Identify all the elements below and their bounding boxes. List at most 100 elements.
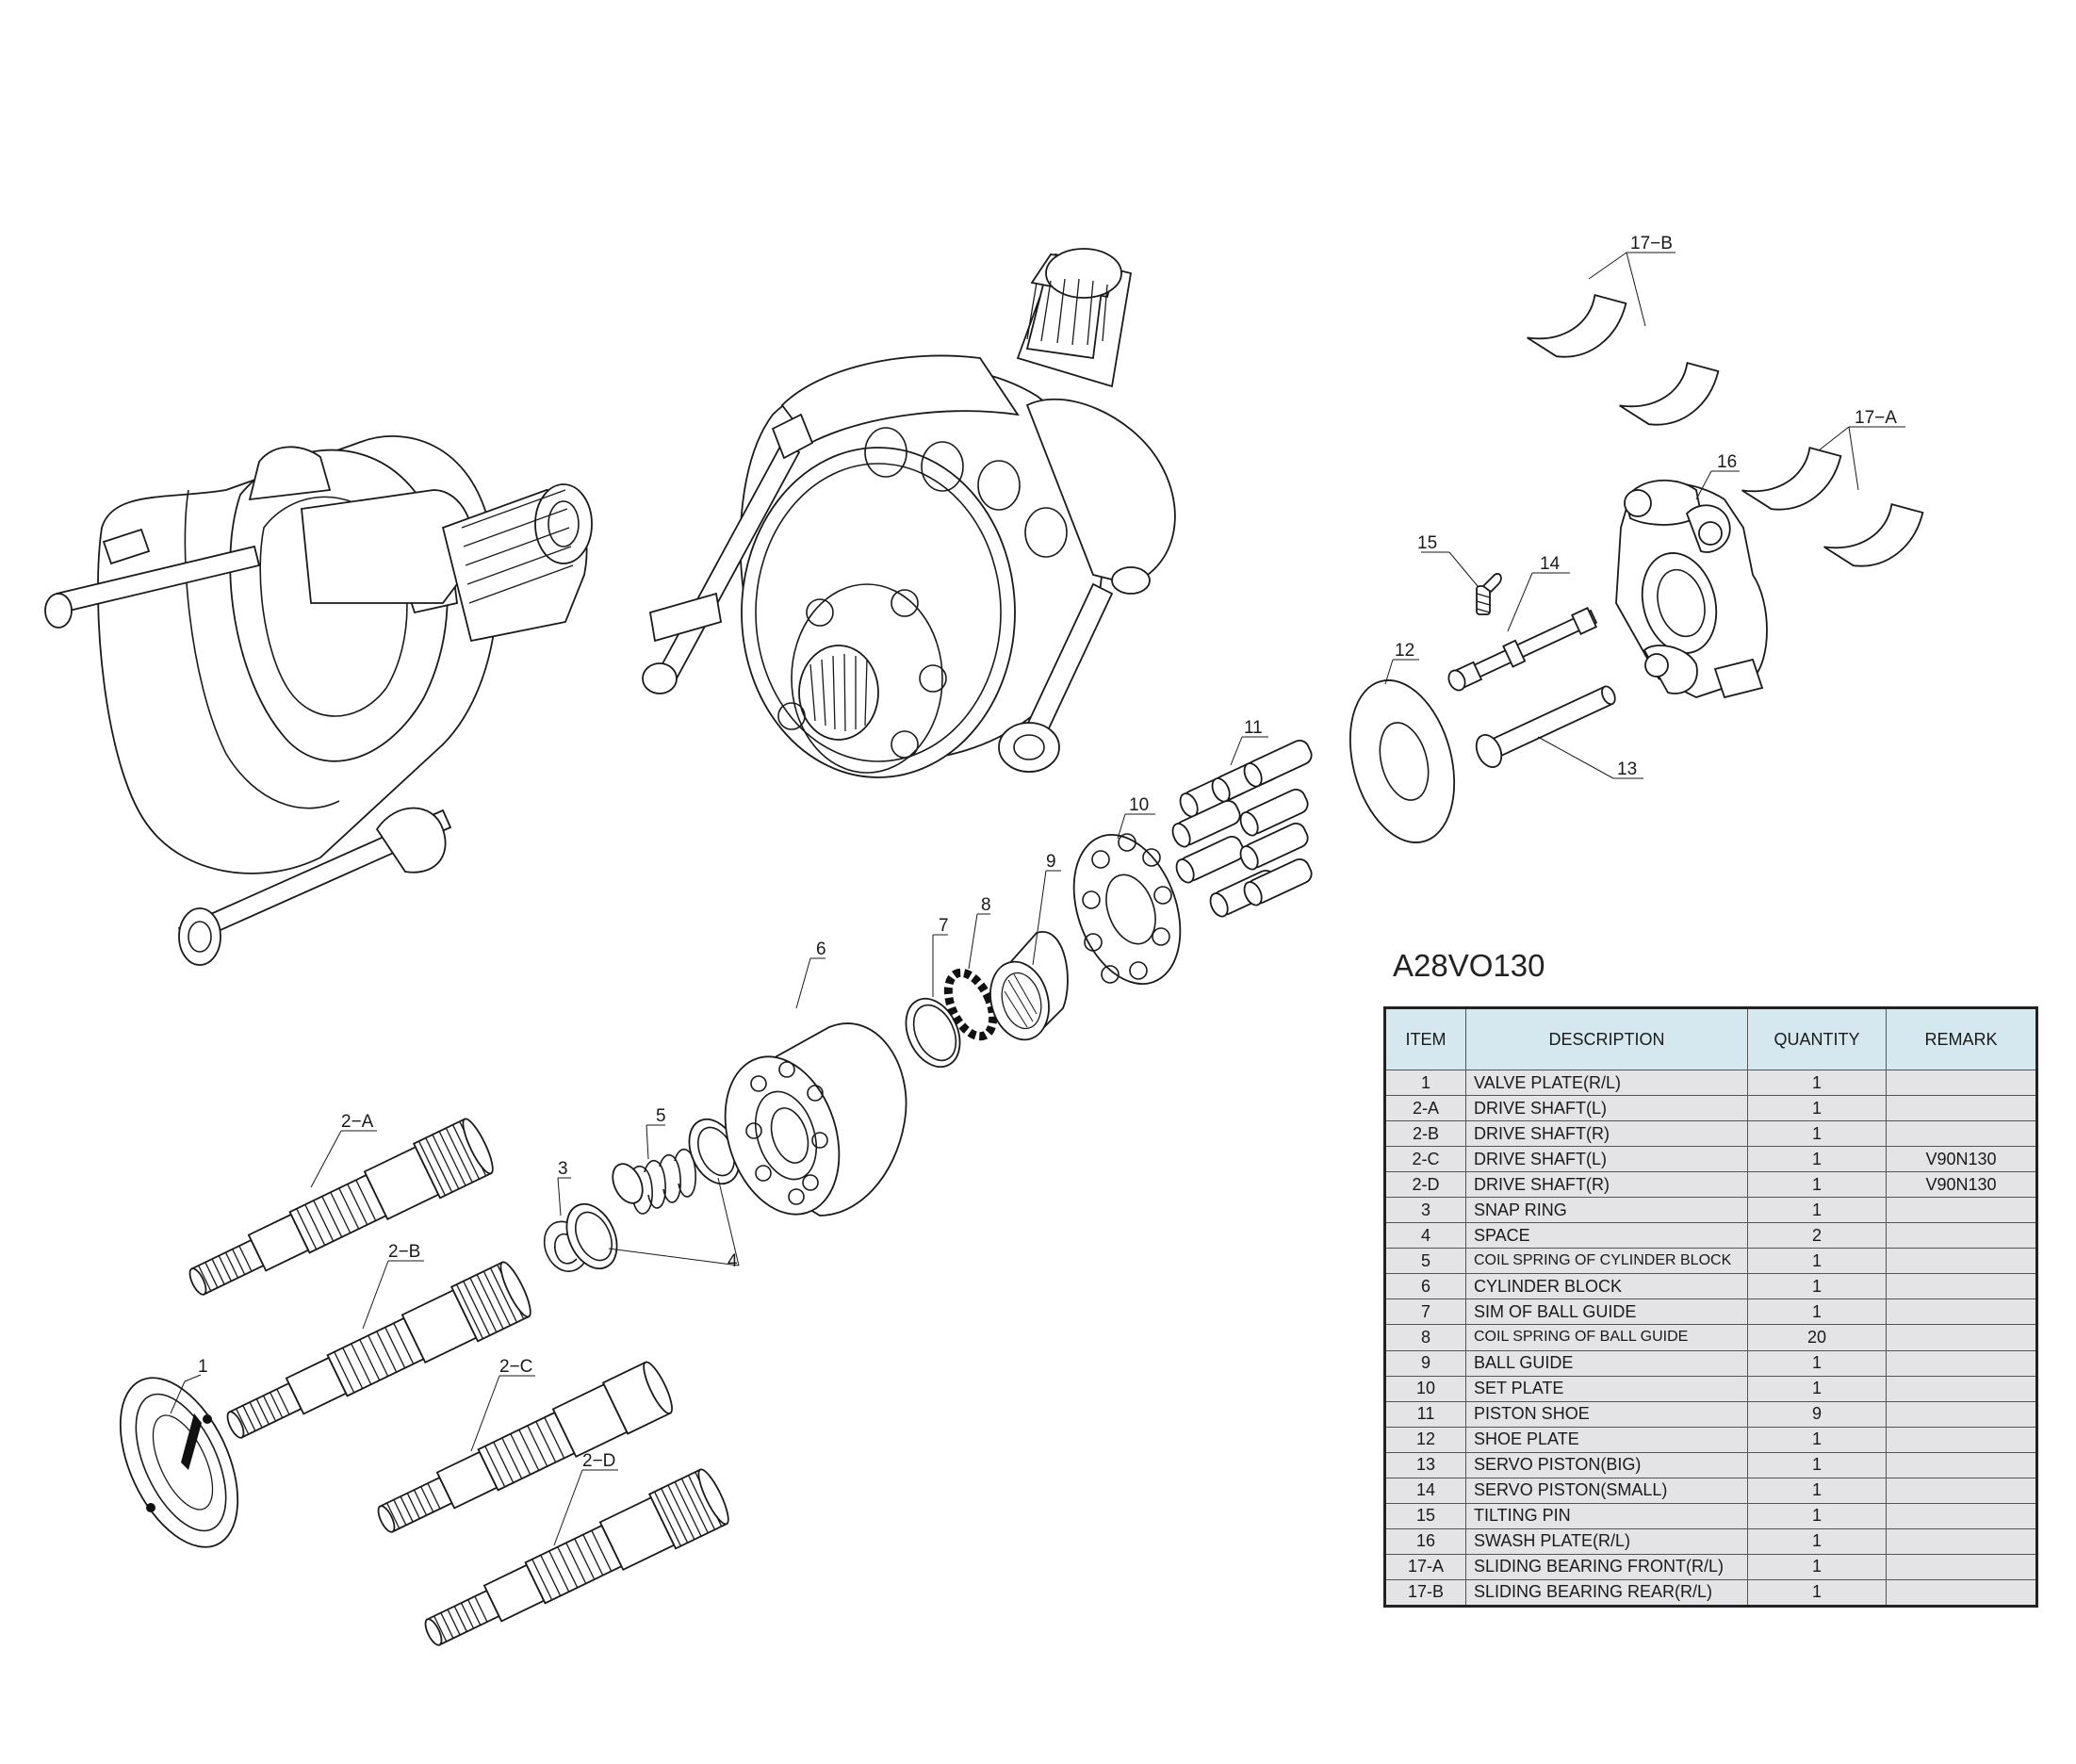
- cell-quantity: 2: [1747, 1222, 1887, 1250]
- callout-16: 16: [1717, 452, 1737, 472]
- callout-17a: 17−A: [1855, 408, 1897, 428]
- coil-spring-ball-guide: [943, 968, 998, 1041]
- callout-leaders: [170, 252, 1905, 1546]
- cell-description: SWASH PLATE(R/L): [1465, 1527, 1748, 1555]
- cell-remark: [1886, 1527, 2037, 1555]
- header-quantity: QUANTITY: [1747, 1007, 1887, 1070]
- cell-description: TILTING PIN: [1465, 1502, 1748, 1529]
- cell-item: 17-B: [1384, 1578, 1466, 1608]
- cell-remark: [1886, 1375, 2037, 1402]
- callout-11: 11: [1244, 718, 1263, 738]
- cell-item: 15: [1384, 1502, 1466, 1529]
- cell-quantity: 1: [1747, 1273, 1887, 1300]
- servo-piston-big: [1475, 685, 1616, 768]
- cell-item: 10: [1384, 1375, 1466, 1402]
- cell-quantity: 1: [1747, 1553, 1887, 1580]
- cell-description: SLIDING BEARING FRONT(R/L): [1465, 1553, 1748, 1580]
- table-row: 8 COIL SPRING OF BALL GUIDE 20: [1384, 1324, 2037, 1351]
- cell-remark: [1886, 1222, 2037, 1250]
- cell-quantity: 1: [1747, 1248, 1887, 1275]
- sliding-bearing-rear-b: [1619, 362, 1720, 426]
- shoe-plate: [1349, 679, 1456, 843]
- valve-plate: [119, 1377, 239, 1548]
- cell-item: 2-B: [1384, 1120, 1466, 1148]
- callout-8: 8: [981, 895, 991, 915]
- cell-quantity: 1: [1747, 1527, 1887, 1555]
- sliding-bearing-rear-a: [1527, 294, 1627, 358]
- callout-5: 5: [656, 1106, 666, 1126]
- callout-14: 14: [1540, 554, 1561, 574]
- cell-description: CYLINDER BLOCK: [1465, 1273, 1748, 1300]
- drive-shaft-2c: [377, 1361, 673, 1533]
- callout-15: 15: [1417, 533, 1437, 553]
- cell-remark: [1886, 1273, 2037, 1300]
- cell-quantity: 1: [1747, 1171, 1887, 1199]
- table-row: 14 SERVO PISTON(SMALL) 1: [1384, 1477, 2037, 1504]
- callout-17b: 17−B: [1630, 234, 1673, 253]
- cell-remark: [1886, 1553, 2037, 1580]
- piston-shoes: [1171, 740, 1313, 918]
- shim-ball-guide: [905, 997, 961, 1069]
- callout-labels: 1 2−A 2−B 2−C 2−D 3 4 5 6 7 8 9 10 11 12…: [198, 234, 1897, 1471]
- cell-item: 2-A: [1384, 1095, 1466, 1122]
- table-row: 13 SERVO PISTON(BIG) 1: [1384, 1451, 2037, 1478]
- callout-7: 7: [939, 916, 949, 936]
- cell-remark: [1886, 1324, 2037, 1351]
- cell-quantity: 1: [1747, 1502, 1887, 1529]
- cell-quantity: 1: [1747, 1120, 1887, 1148]
- table-row: 15 TILTING PIN 1: [1384, 1502, 2037, 1529]
- cell-quantity: 1: [1747, 1069, 1887, 1097]
- table-row: 3 SNAP RING 1: [1384, 1197, 2037, 1224]
- cell-remark: V90N130: [1886, 1146, 2037, 1173]
- servo-piston-small: [1447, 607, 1598, 692]
- table-row: 1 VALVE PLATE(R/L) 1: [1384, 1069, 2037, 1097]
- table-row: 12 SHOE PLATE 1: [1384, 1426, 2037, 1453]
- pump-housing-left: [44, 435, 593, 966]
- header-remark: REMARK: [1886, 1007, 2037, 1070]
- cell-description: COIL SPRING OF CYLINDER BLOCK: [1465, 1248, 1748, 1275]
- table-row: 10 SET PLATE 1: [1384, 1375, 2037, 1402]
- cell-item: 16: [1384, 1527, 1466, 1555]
- cell-description: SET PLATE: [1465, 1375, 1748, 1402]
- cell-quantity: 1: [1747, 1349, 1887, 1377]
- cell-description: COIL SPRING OF BALL GUIDE: [1465, 1324, 1748, 1351]
- tilting-pin: [1476, 573, 1502, 615]
- callout-2d: 2−D: [582, 1451, 615, 1471]
- cell-remark: V90N130: [1886, 1171, 2037, 1199]
- cell-remark: [1886, 1578, 2037, 1608]
- cell-item: 2-D: [1384, 1171, 1466, 1199]
- cell-item: 6: [1384, 1273, 1466, 1300]
- table-row: 2-A DRIVE SHAFT(L) 1: [1384, 1095, 2037, 1122]
- cell-description: SERVO PISTON(BIG): [1465, 1451, 1748, 1478]
- snap-ring: [543, 1220, 585, 1272]
- cell-item: 5: [1384, 1248, 1466, 1275]
- table-row: 2-D DRIVE SHAFT(R) 1 V90N130: [1384, 1171, 2037, 1199]
- sliding-bearing-front-b: [1823, 503, 1924, 567]
- cell-item: 12: [1384, 1426, 1466, 1453]
- table-row: 16 SWASH PLATE(R/L) 1: [1384, 1527, 2037, 1555]
- callout-2c: 2−C: [499, 1357, 532, 1377]
- cell-description: SPACE: [1465, 1222, 1748, 1250]
- cell-quantity: 1: [1747, 1197, 1887, 1224]
- header-item: ITEM: [1384, 1007, 1466, 1070]
- cell-remark: [1886, 1400, 2037, 1428]
- cell-item: 13: [1384, 1451, 1466, 1478]
- coil-spring-cylinder-block: [612, 1148, 696, 1215]
- callout-13: 13: [1617, 760, 1637, 779]
- cell-description: SNAP RING: [1465, 1197, 1748, 1224]
- cylinder-block: [724, 1022, 907, 1217]
- cell-item: 11: [1384, 1400, 1466, 1428]
- cell-item: 1: [1384, 1069, 1466, 1097]
- cell-quantity: 1: [1747, 1426, 1887, 1453]
- cell-remark: [1886, 1477, 2037, 1504]
- cell-item: 7: [1384, 1298, 1466, 1326]
- table-header-row: ITEM DESCRIPTION QUANTITY REMARK: [1384, 1007, 2037, 1070]
- cell-remark: [1886, 1349, 2037, 1377]
- table-row: 4 SPACE 2: [1384, 1222, 2037, 1250]
- cell-description: DRIVE SHAFT(R): [1465, 1120, 1748, 1148]
- drive-shaft-2b: [226, 1261, 531, 1439]
- callout-10: 10: [1129, 795, 1149, 815]
- cell-quantity: 1: [1747, 1298, 1887, 1326]
- table-row: 9 BALL GUIDE 1: [1384, 1349, 2037, 1377]
